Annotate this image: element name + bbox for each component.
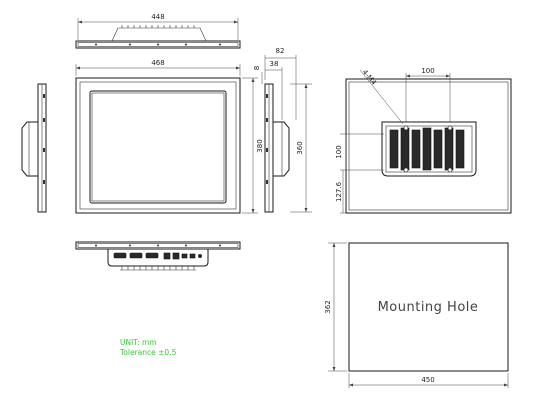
vesa-width-label: 100 [421,67,434,75]
top-heatsink-fins [121,25,195,28]
front-width-label: 468 [151,59,164,67]
rear-bottom-offset-label: 127.6 [335,181,343,202]
side-depth-inner-label: 38 [270,60,279,68]
bottom-heatsink-fins [120,266,196,271]
top-width-label: 448 [151,13,164,21]
drawing-notes: UNIT: mm Tolerance ±0.5 [119,338,177,357]
tolerance-note: Tolerance ±0.5 [119,348,177,357]
mounting-hole-cutout: 362 450 Mounting Hole [324,242,509,388]
side-depth-total-label: 82 [276,47,285,55]
side-offset-label: 8 [253,66,261,70]
rear-view: 100 4-M4 100 127.6 [335,67,512,214]
top-view: 448 [75,13,241,49]
left-side-view [21,83,47,213]
bottom-view [75,241,241,271]
side-height-label: 360 [296,141,304,154]
bottom-io-ports [113,252,202,260]
cutout-width-label: 450 [421,376,434,384]
front-view: 468 380 [75,59,264,214]
hole-callout-label: 4-M4 [360,68,378,87]
unit-note: UNIT: mm [120,338,157,347]
vesa-height-label: 100 [335,145,343,158]
rear-heatsink-fins [389,127,465,171]
cutout-label: Mounting Hole [378,300,479,315]
cutout-height-label: 362 [324,300,332,313]
right-side-view: 82 38 8 360 [253,47,312,213]
front-height-label: 380 [256,139,264,152]
